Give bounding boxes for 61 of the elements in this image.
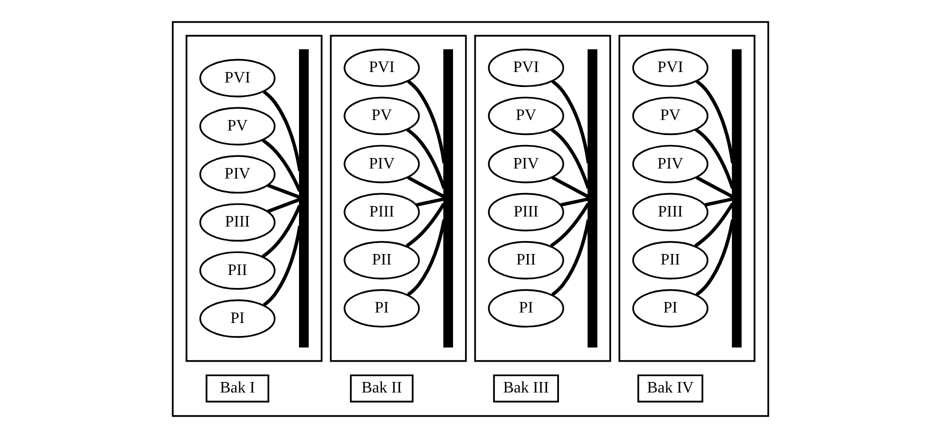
connector (550, 219, 590, 296)
node-ellipse: PIII (487, 192, 564, 232)
node-ellipse: PV (487, 96, 564, 136)
connector (262, 90, 302, 172)
node-ellipse: PIII (343, 192, 420, 232)
connector (406, 128, 446, 189)
node-ellipse: PV (632, 96, 708, 136)
cluster (329, 34, 466, 362)
node-ellipse: PIV (487, 144, 564, 184)
node-ellipse: PVI (632, 48, 708, 88)
node-ellipse: PIII (198, 203, 276, 242)
connector (261, 138, 301, 192)
connector (694, 128, 734, 189)
node-ellipse: PI (198, 299, 276, 338)
connector (406, 219, 446, 296)
node-ellipse: PVI (343, 48, 420, 88)
node-ellipse: PIV (198, 155, 276, 194)
connector (416, 197, 444, 207)
node-ellipse: PIV (343, 144, 420, 184)
node-ellipse: PV (198, 107, 276, 146)
connector (694, 202, 734, 248)
node-bar (587, 49, 597, 348)
connector (695, 80, 734, 164)
node-ellipse: PVI (198, 58, 276, 98)
connector (266, 184, 300, 199)
connector (560, 197, 588, 207)
cluster (618, 34, 755, 362)
node-ellipse: PII (632, 241, 708, 280)
node-ellipse: PV (343, 96, 420, 136)
node-bar (442, 49, 453, 348)
node-ellipse: PII (487, 241, 564, 280)
node-bar (298, 49, 308, 348)
node-bar (731, 49, 742, 348)
connector (550, 80, 590, 164)
node-box: Bak II (349, 374, 414, 403)
cluster (185, 34, 322, 362)
node-ellipse: PI (487, 289, 564, 328)
connector (549, 202, 590, 248)
connector (262, 226, 302, 307)
connector (406, 176, 444, 198)
connector (261, 204, 301, 258)
connector (550, 128, 590, 189)
node-ellipse: PIV (632, 144, 708, 184)
connector (695, 176, 733, 198)
node-ellipse: PI (343, 289, 420, 328)
connector (704, 197, 733, 207)
cluster (171, 21, 769, 417)
connector (550, 176, 588, 198)
node-box: Bak I (205, 374, 269, 403)
node-ellipse: PIII (632, 192, 708, 232)
node-ellipse: PII (343, 241, 420, 280)
node-box: Bak IV (636, 374, 703, 403)
cluster (474, 34, 611, 362)
node-ellipse: PI (632, 289, 708, 328)
connector (405, 202, 445, 248)
node-box: Bak III (492, 374, 558, 403)
connector (266, 198, 300, 214)
node-ellipse: PVI (487, 48, 564, 88)
node-ellipse: PII (198, 251, 276, 290)
connector (406, 80, 446, 164)
connector (695, 219, 734, 296)
